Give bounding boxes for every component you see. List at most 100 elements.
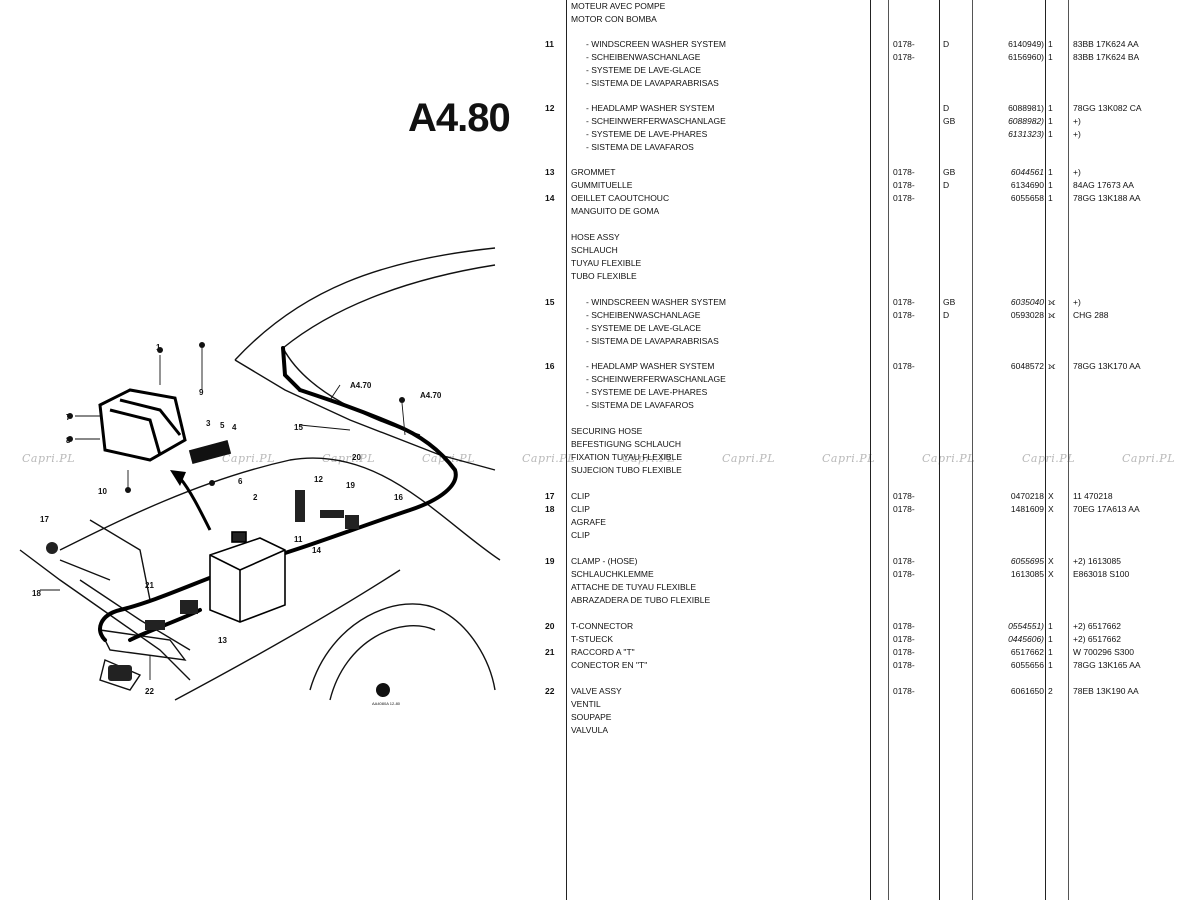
table-row: MOTOR CON BOMBA xyxy=(0,13,1200,26)
part-number: 6061650 xyxy=(1010,686,1044,696)
part-description: GUMMITUELLE xyxy=(571,180,633,190)
engineering-number: 78GG 13K188 AA xyxy=(1073,193,1141,203)
country-code: GB xyxy=(943,116,956,126)
item-number: 12 xyxy=(545,103,555,113)
part-description: OEILLET CAOUTCHOUC xyxy=(571,193,670,203)
quantity: 1 xyxy=(1048,167,1053,177)
column-rule xyxy=(972,0,973,900)
table-row: - SISTEMA DE LAVAFAROS xyxy=(0,141,1200,154)
column-rule xyxy=(870,0,871,900)
callout-number: 12 xyxy=(314,475,323,484)
date-code: 0178- xyxy=(893,660,915,670)
quantity: X xyxy=(1048,504,1054,514)
engineering-number: +2) 6517662 xyxy=(1073,621,1121,631)
part-description: SUJECION TUBO FLEXIBLE xyxy=(571,465,682,475)
column-rule xyxy=(566,0,567,900)
callout-number: 11 xyxy=(294,535,303,544)
watermark: Capri.PL xyxy=(322,452,375,465)
engineering-number: 78GG 13K170 AA xyxy=(1073,361,1141,371)
quantity: 1 xyxy=(1048,634,1053,644)
quantity: 1 xyxy=(1048,660,1053,670)
item-number: 11 xyxy=(545,39,554,49)
item-number: 17 xyxy=(545,491,555,501)
watermark: Capri.PL xyxy=(1022,452,1075,465)
engineering-number: 78EB 13K190 AA xyxy=(1073,686,1139,696)
table-row: SCHLAUCH xyxy=(0,244,1200,257)
table-row: - SYSTEME DE LAVE-GLACE xyxy=(0,64,1200,77)
date-code: 0178- xyxy=(893,310,915,320)
quantity: ⟗ xyxy=(1048,297,1056,307)
table-row: VENTIL xyxy=(0,698,1200,711)
washer-system-diagram: 1 2 3 4 5 6 7 8 9 10 11 12 13 14 15 16 1… xyxy=(0,220,560,780)
part-description: SCHLAUCH xyxy=(571,245,618,255)
item-number: 21 xyxy=(545,647,555,657)
part-description: MANGUITO DE GOMA xyxy=(571,206,660,216)
watermark: Capri.PL xyxy=(722,452,775,465)
item-number: 16 xyxy=(545,361,555,371)
part-number: 6055656 xyxy=(1010,660,1044,670)
part-number: 6134690 xyxy=(1010,180,1044,190)
table-row: SOUPAPE xyxy=(0,711,1200,724)
callout-number: 17 xyxy=(40,515,49,524)
part-description: - SISTEMA DE LAVAPARABRISAS xyxy=(586,78,719,88)
part-number: 6048572 xyxy=(1010,361,1044,371)
item-number: 20 xyxy=(545,621,555,631)
date-code: 0178- xyxy=(893,361,915,371)
item-number: 13 xyxy=(545,167,555,177)
watermark: Capri.PL xyxy=(22,452,75,465)
quantity: 1 xyxy=(1048,116,1053,126)
part-description: - SYSTEME DE LAVE-PHARES xyxy=(586,387,708,397)
item-number: 19 xyxy=(545,556,555,566)
part-description: - SYSTEME DE LAVE-PHARES xyxy=(586,129,708,139)
column-rule xyxy=(888,0,889,900)
table-row: VALVULA xyxy=(0,724,1200,737)
part-number: 6055695 xyxy=(1010,556,1044,566)
item-number: 14 xyxy=(545,193,555,203)
diagram-ref: A4.70 xyxy=(350,381,372,390)
callout-number: 22 xyxy=(145,687,154,696)
quantity: 1 xyxy=(1048,180,1053,190)
part-description: GROMMET xyxy=(571,167,616,177)
quantity: 2 xyxy=(1048,686,1053,696)
table-row: - SYSTEME DE LAVE-PHARES xyxy=(0,386,1200,399)
date-code: 0178- xyxy=(893,556,915,566)
part-description: - SISTEMA DE LAVAPARABRISAS xyxy=(586,336,719,346)
engineering-number: +) xyxy=(1073,297,1081,307)
part-number: 0554551) xyxy=(1008,621,1044,631)
date-code: 0178- xyxy=(893,167,915,177)
table-row: MANGUITO DE GOMA xyxy=(0,205,1200,218)
date-code: 0178- xyxy=(893,634,915,644)
part-description: - SYSTEME DE LAVE-GLACE xyxy=(586,323,702,333)
engineering-number: 78GG 13K082 CA xyxy=(1073,103,1142,113)
part-number: 6088981) xyxy=(1008,103,1044,113)
part-description: CLIP xyxy=(571,491,590,501)
part-description: CLAMP - (HOSE) xyxy=(571,556,638,566)
part-description: - WINDSCREEN WASHER SYSTEM xyxy=(586,297,726,307)
table-row: CLIP xyxy=(0,529,1200,542)
callout-number: 1 xyxy=(156,343,161,352)
engineering-number: CHG 288 xyxy=(1073,310,1109,320)
engineering-number: 11 470218 xyxy=(1073,491,1113,501)
callout-number: 9 xyxy=(199,388,204,397)
quantity: ⟗ xyxy=(1048,361,1056,371)
column-rule xyxy=(939,0,940,900)
date-code: 0178- xyxy=(893,504,915,514)
part-description: CONECTOR EN "T" xyxy=(571,660,648,670)
callout-number: 8 xyxy=(66,436,71,445)
date-code: 0178- xyxy=(893,297,915,307)
callout-number: 4 xyxy=(232,423,237,432)
date-code: 0178- xyxy=(893,39,915,49)
callout-number: 14 xyxy=(312,546,321,555)
item-number: 22 xyxy=(545,686,555,696)
table-row: TUBO FLEXIBLE xyxy=(0,270,1200,283)
part-description: - SISTEMA DE LAVAFAROS xyxy=(586,142,694,152)
country-code: GB xyxy=(943,167,956,177)
